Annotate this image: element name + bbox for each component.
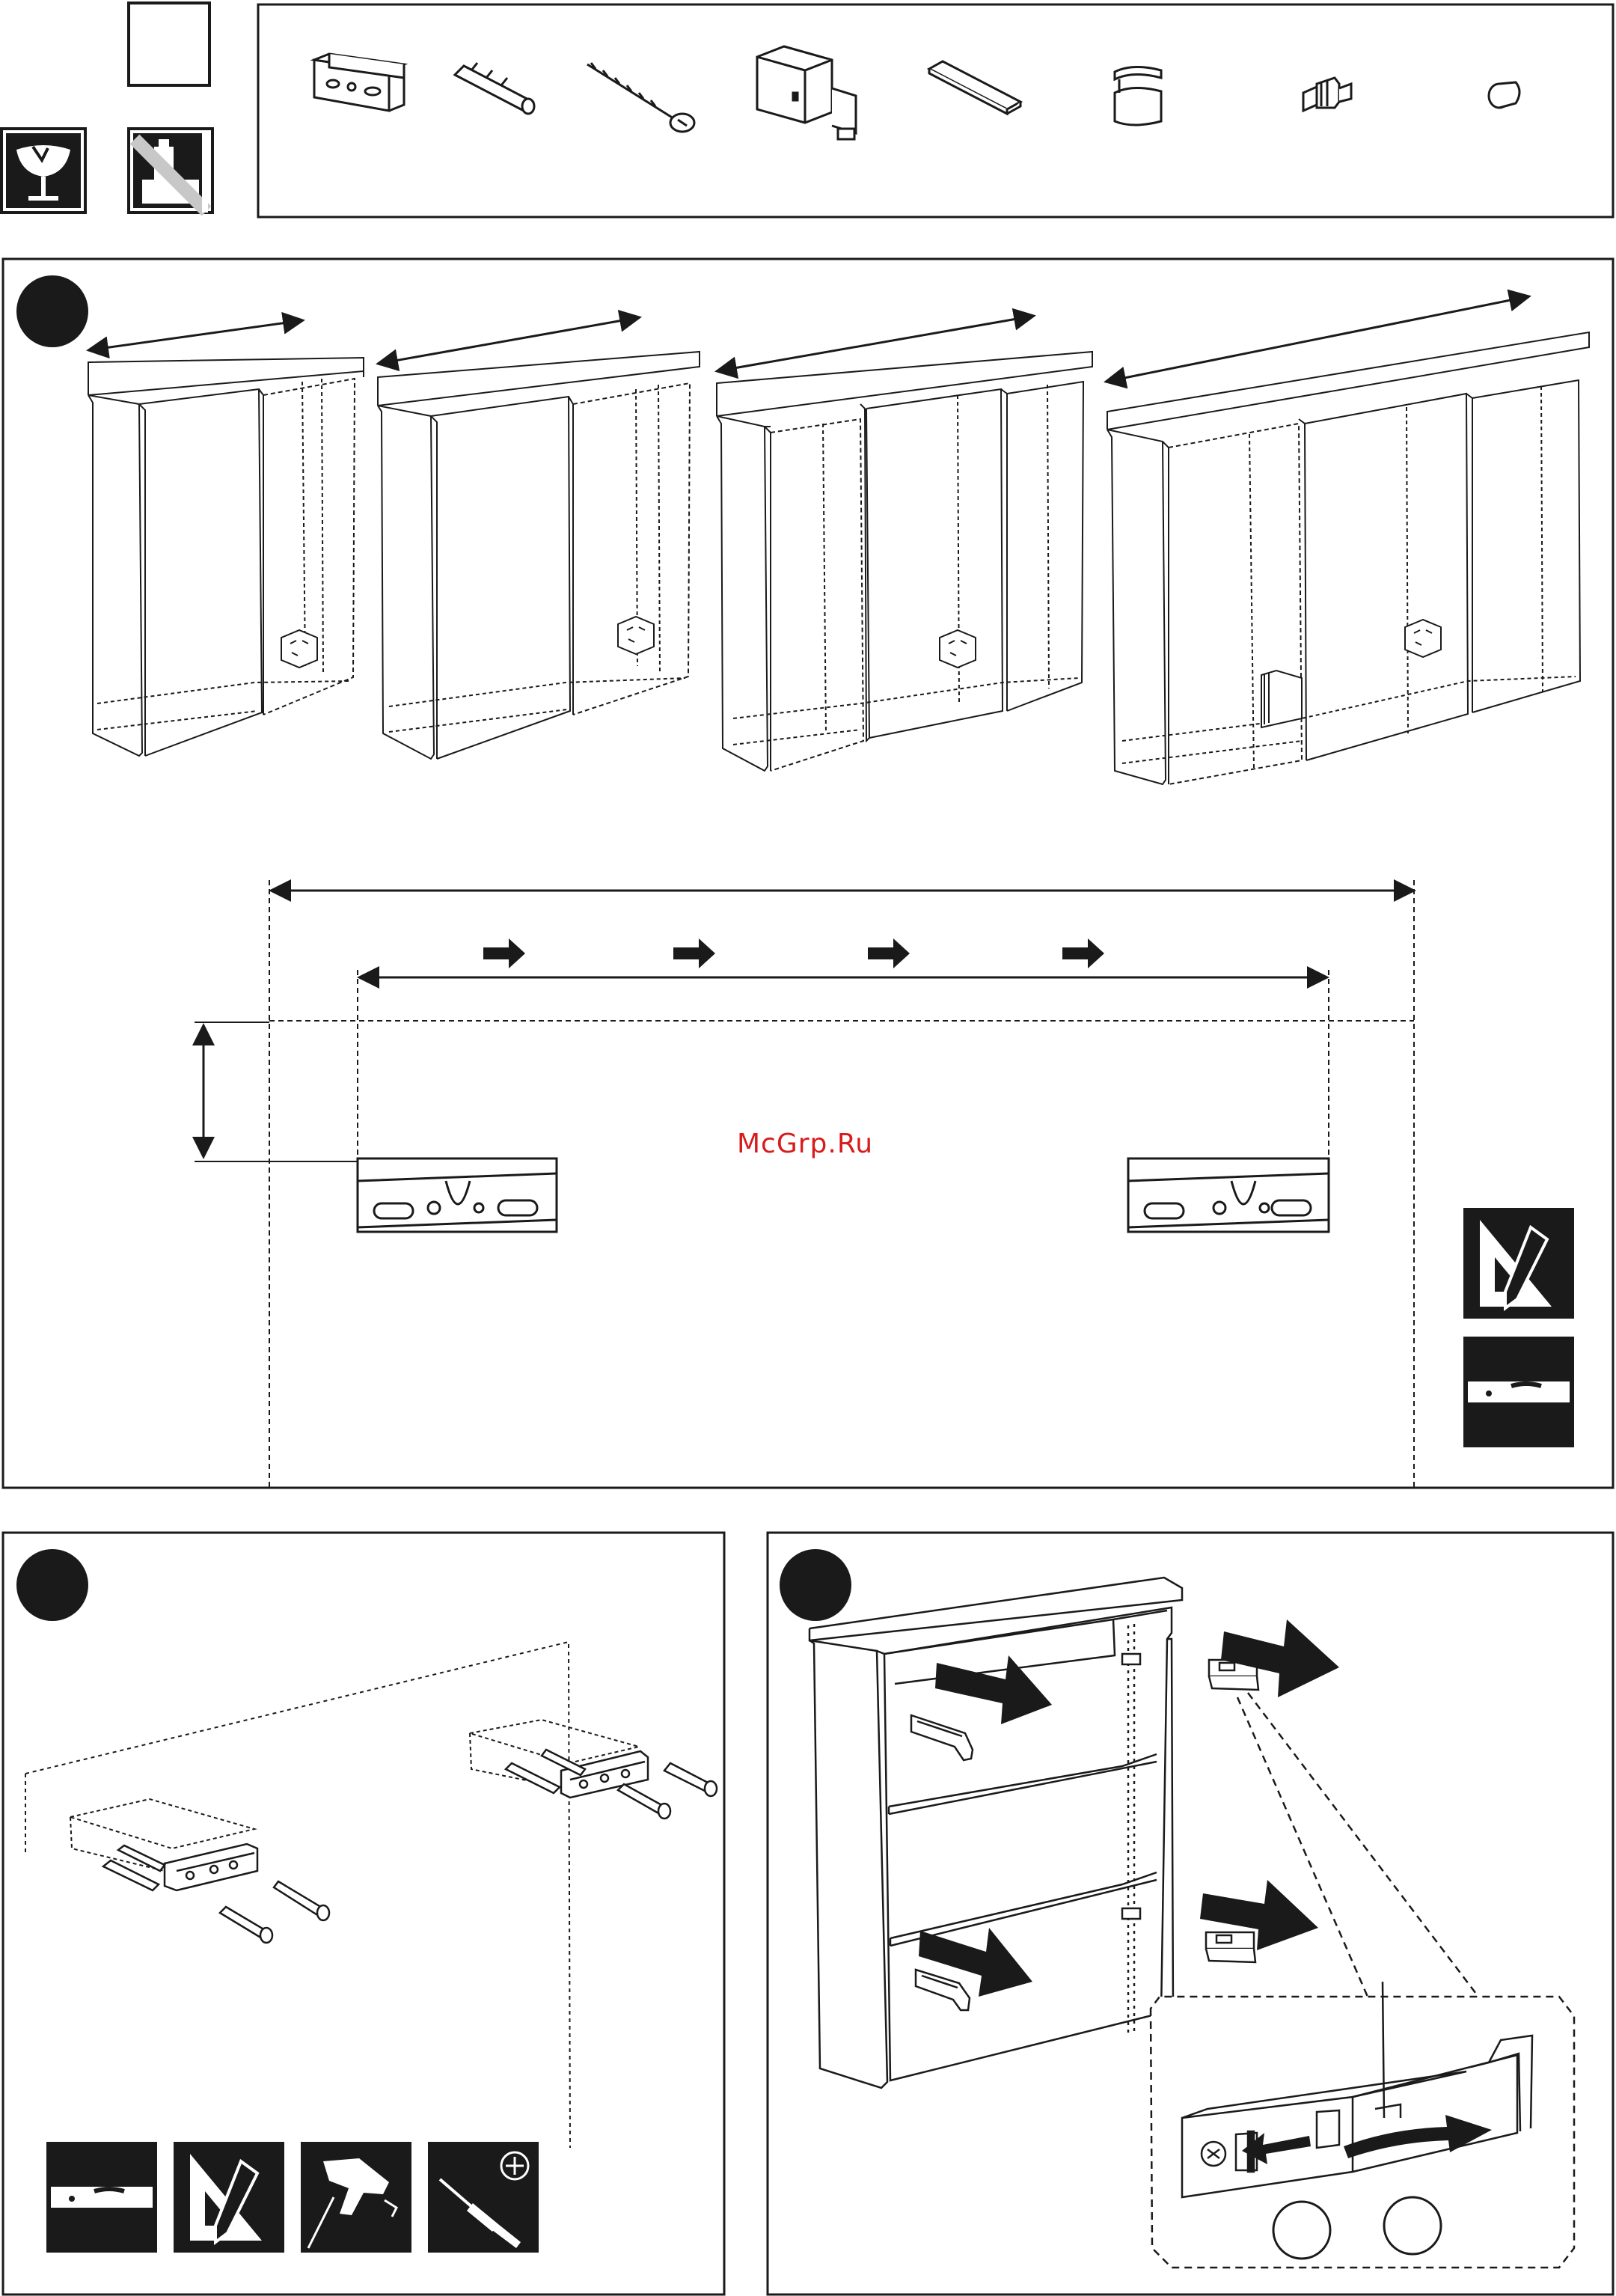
- direction-arrows: [483, 938, 1104, 968]
- drill-icon: [301, 2142, 411, 2253]
- screwdriver-icon: [428, 2142, 539, 2253]
- spirit-level-icon: [1463, 1337, 1574, 1447]
- wall-bracket-right: [1128, 1158, 1329, 1232]
- step-2-marker: [16, 1549, 88, 1621]
- cap-icon: [1489, 82, 1519, 108]
- cabinet-3-door-wide: [1106, 296, 1589, 784]
- step-1-marker: [16, 275, 88, 347]
- pencil-square-icon: [174, 2142, 284, 2253]
- empty-box-icon: [129, 3, 209, 85]
- hinge-detail-callout: [1151, 1693, 1574, 2268]
- fragile-glass-icon: [1, 129, 85, 213]
- step-3-marker: [780, 1549, 851, 1621]
- wall-mounting-drawing: [25, 1642, 639, 2148]
- watermark: McGrp.Ru: [737, 1129, 873, 1159]
- pencil-square-icon: [1463, 1208, 1574, 1319]
- wall-bracket-left: [358, 1158, 557, 1232]
- bracket-assembly-left: [103, 1844, 329, 1943]
- cabinet-3-door: [717, 316, 1092, 771]
- spirit-level-icon: [46, 2142, 157, 2253]
- bracket-assembly-right: [506, 1750, 717, 1819]
- cabinet-2-door-small: [88, 320, 364, 756]
- no-adhesive-icon: [129, 129, 212, 213]
- parts-panel: [258, 4, 1613, 217]
- step-1-panel: [3, 259, 1613, 1488]
- cabinet-2-door-large: [378, 317, 700, 759]
